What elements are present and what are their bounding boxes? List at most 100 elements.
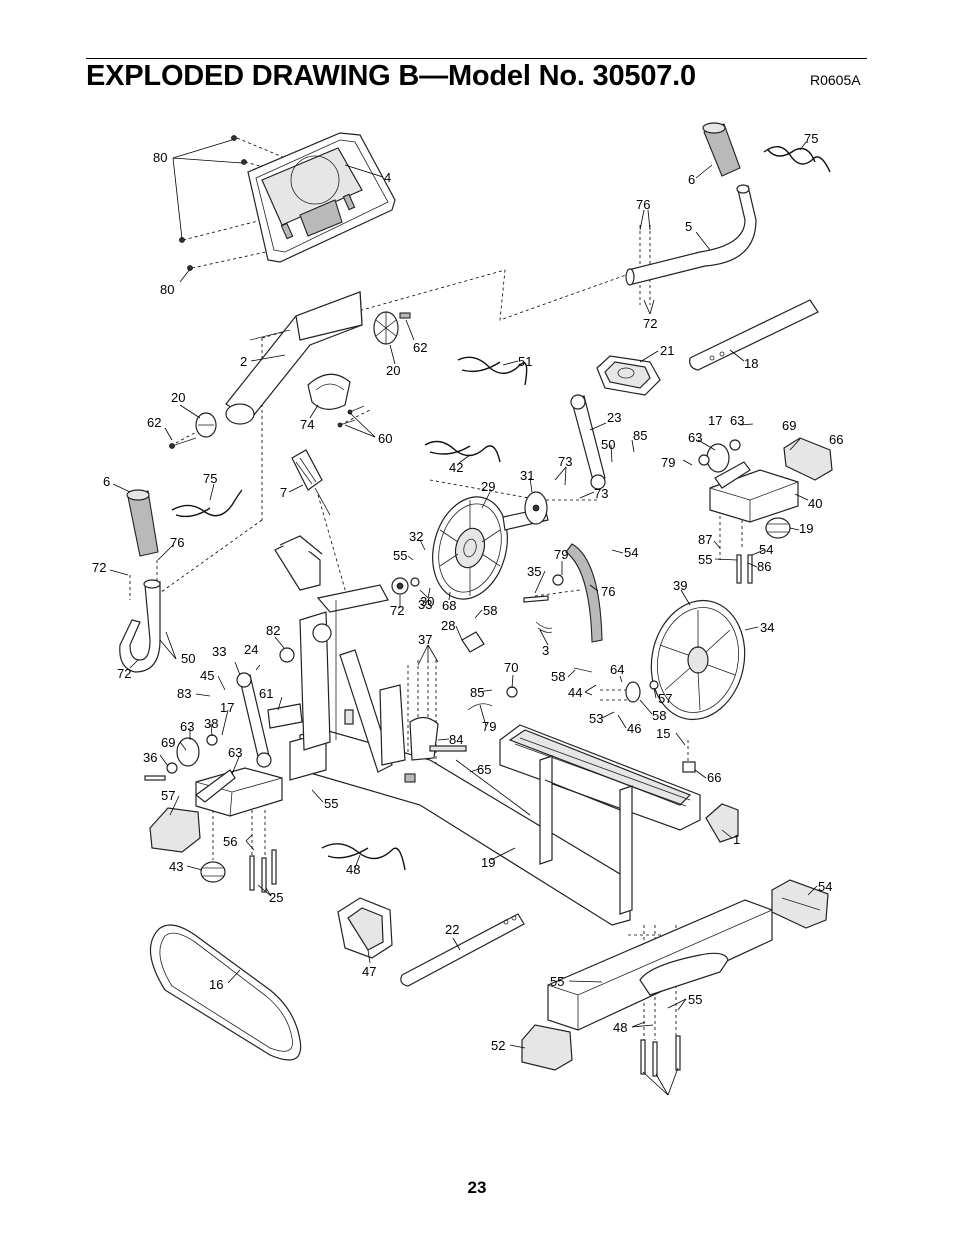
callout-label: 38: [204, 716, 218, 731]
callout-label: 31: [520, 468, 534, 483]
callout-label: 58: [652, 708, 666, 723]
callout-label: 7: [280, 485, 287, 500]
small-fasteners: [169, 312, 411, 449]
callout-label: 48: [613, 1020, 627, 1035]
callout-label: 57: [161, 788, 175, 803]
pedal-22-part: [337, 897, 393, 959]
clamp-74-part: [307, 373, 351, 410]
misc-parts: [166, 439, 741, 816]
callout-label: 86: [757, 559, 771, 574]
callout-label: 15: [656, 726, 670, 741]
crank-23-part: [570, 394, 606, 490]
callout-label: 57: [658, 691, 672, 706]
callout-label: 76: [170, 535, 184, 550]
page-title: EXPLODED DRAWING B—Model No. 30507.0: [86, 60, 696, 92]
leveling-feet: [200, 517, 791, 883]
stabilizer-16-part: [547, 899, 773, 1031]
callout-label: 50: [601, 437, 615, 452]
callout-label: 65: [477, 762, 491, 777]
rail-part: [499, 724, 701, 915]
callout-label: 66: [829, 432, 843, 447]
callout-label: 50: [181, 651, 195, 666]
callout-label: 6: [688, 172, 695, 187]
callout-label: 69: [161, 735, 175, 750]
callout-label: 85: [633, 428, 647, 443]
callout-label: 61: [259, 686, 273, 701]
wheel-34-part: [650, 599, 746, 721]
callout-label: 72: [390, 603, 404, 618]
callout-label: 75: [804, 131, 818, 146]
strap-25-part: [400, 913, 525, 987]
callout-label: 82: [266, 623, 280, 638]
wire-harnesses: [171, 146, 831, 871]
callout-label: 29: [481, 479, 495, 494]
callout-label: 20: [386, 363, 400, 378]
callout-label: 75: [203, 471, 217, 486]
callout-label: 84: [449, 732, 463, 747]
header-rule: [86, 58, 867, 59]
assembly-dashed-lines: [129, 137, 743, 1040]
callout-label: 62: [413, 340, 427, 355]
callout-label: 2: [240, 354, 247, 369]
page-number: 23: [467, 1178, 487, 1197]
console-part: [247, 132, 396, 263]
handlebar-part: [625, 184, 757, 286]
callout-label: 55: [688, 992, 702, 1007]
callout-label: 51: [518, 354, 532, 369]
main-frame-part: [274, 535, 631, 926]
screws-80: [179, 135, 247, 271]
flywheel-29-part: [432, 496, 508, 600]
strap-18-part: [689, 299, 819, 371]
leader-lines: [109, 139, 818, 1096]
callout-label: 68: [442, 598, 456, 613]
callout-label: 37: [418, 632, 432, 647]
callout-label: 74: [300, 417, 314, 432]
callout-label: 55: [393, 548, 407, 563]
callout-label: 63: [730, 413, 744, 428]
callout-label: 54: [818, 879, 832, 894]
callout-label: 76: [636, 197, 650, 212]
callout-label: 56: [223, 834, 237, 849]
bolts: [144, 554, 753, 1077]
handlebar-3-part: [119, 579, 161, 673]
callout-label: 34: [760, 620, 774, 635]
callout-label: 76: [601, 584, 615, 599]
callout-label: 58: [551, 669, 565, 684]
callout-label: 66: [707, 770, 721, 785]
axle-31-part: [502, 491, 549, 531]
callout-label: 80: [153, 150, 167, 165]
callout-label: 28: [441, 618, 455, 633]
callout-label: 73: [558, 454, 572, 469]
callout-label: 63: [180, 719, 194, 734]
pulley-20-lower-part: [195, 412, 217, 438]
callout-label: 72: [92, 560, 106, 575]
callout-label: 33: [212, 644, 226, 659]
callout-label: 30: [420, 594, 434, 609]
callout-label: 46: [627, 721, 641, 736]
callout-label: 33: [418, 597, 432, 612]
callout-label: 3: [542, 643, 549, 658]
callout-label: 72: [643, 316, 657, 331]
callout-label: 63: [228, 745, 242, 760]
callout-label: 53: [589, 711, 603, 726]
callout-label: 55: [550, 974, 564, 989]
knob-7-part: [291, 449, 331, 516]
pedal-21-part: [596, 355, 661, 396]
callout-label: 48: [346, 862, 360, 877]
callout-label: 55: [698, 552, 712, 567]
callout-label: 19: [481, 855, 495, 870]
callout-label: 16: [209, 977, 223, 992]
callout-label: 55: [324, 796, 338, 811]
belt-47-part: [149, 924, 302, 1061]
callout-label: 32: [409, 529, 423, 544]
callout-label: 63: [688, 430, 702, 445]
callout-label: 39: [673, 578, 687, 593]
callout-label: 25: [269, 890, 283, 905]
callout-label: 44: [568, 685, 582, 700]
callout-label: 60: [378, 431, 392, 446]
callout-label: 17: [220, 700, 234, 715]
callout-label: 79: [661, 455, 675, 470]
callout-label: 42: [449, 460, 463, 475]
upright-2-part: [225, 291, 363, 425]
